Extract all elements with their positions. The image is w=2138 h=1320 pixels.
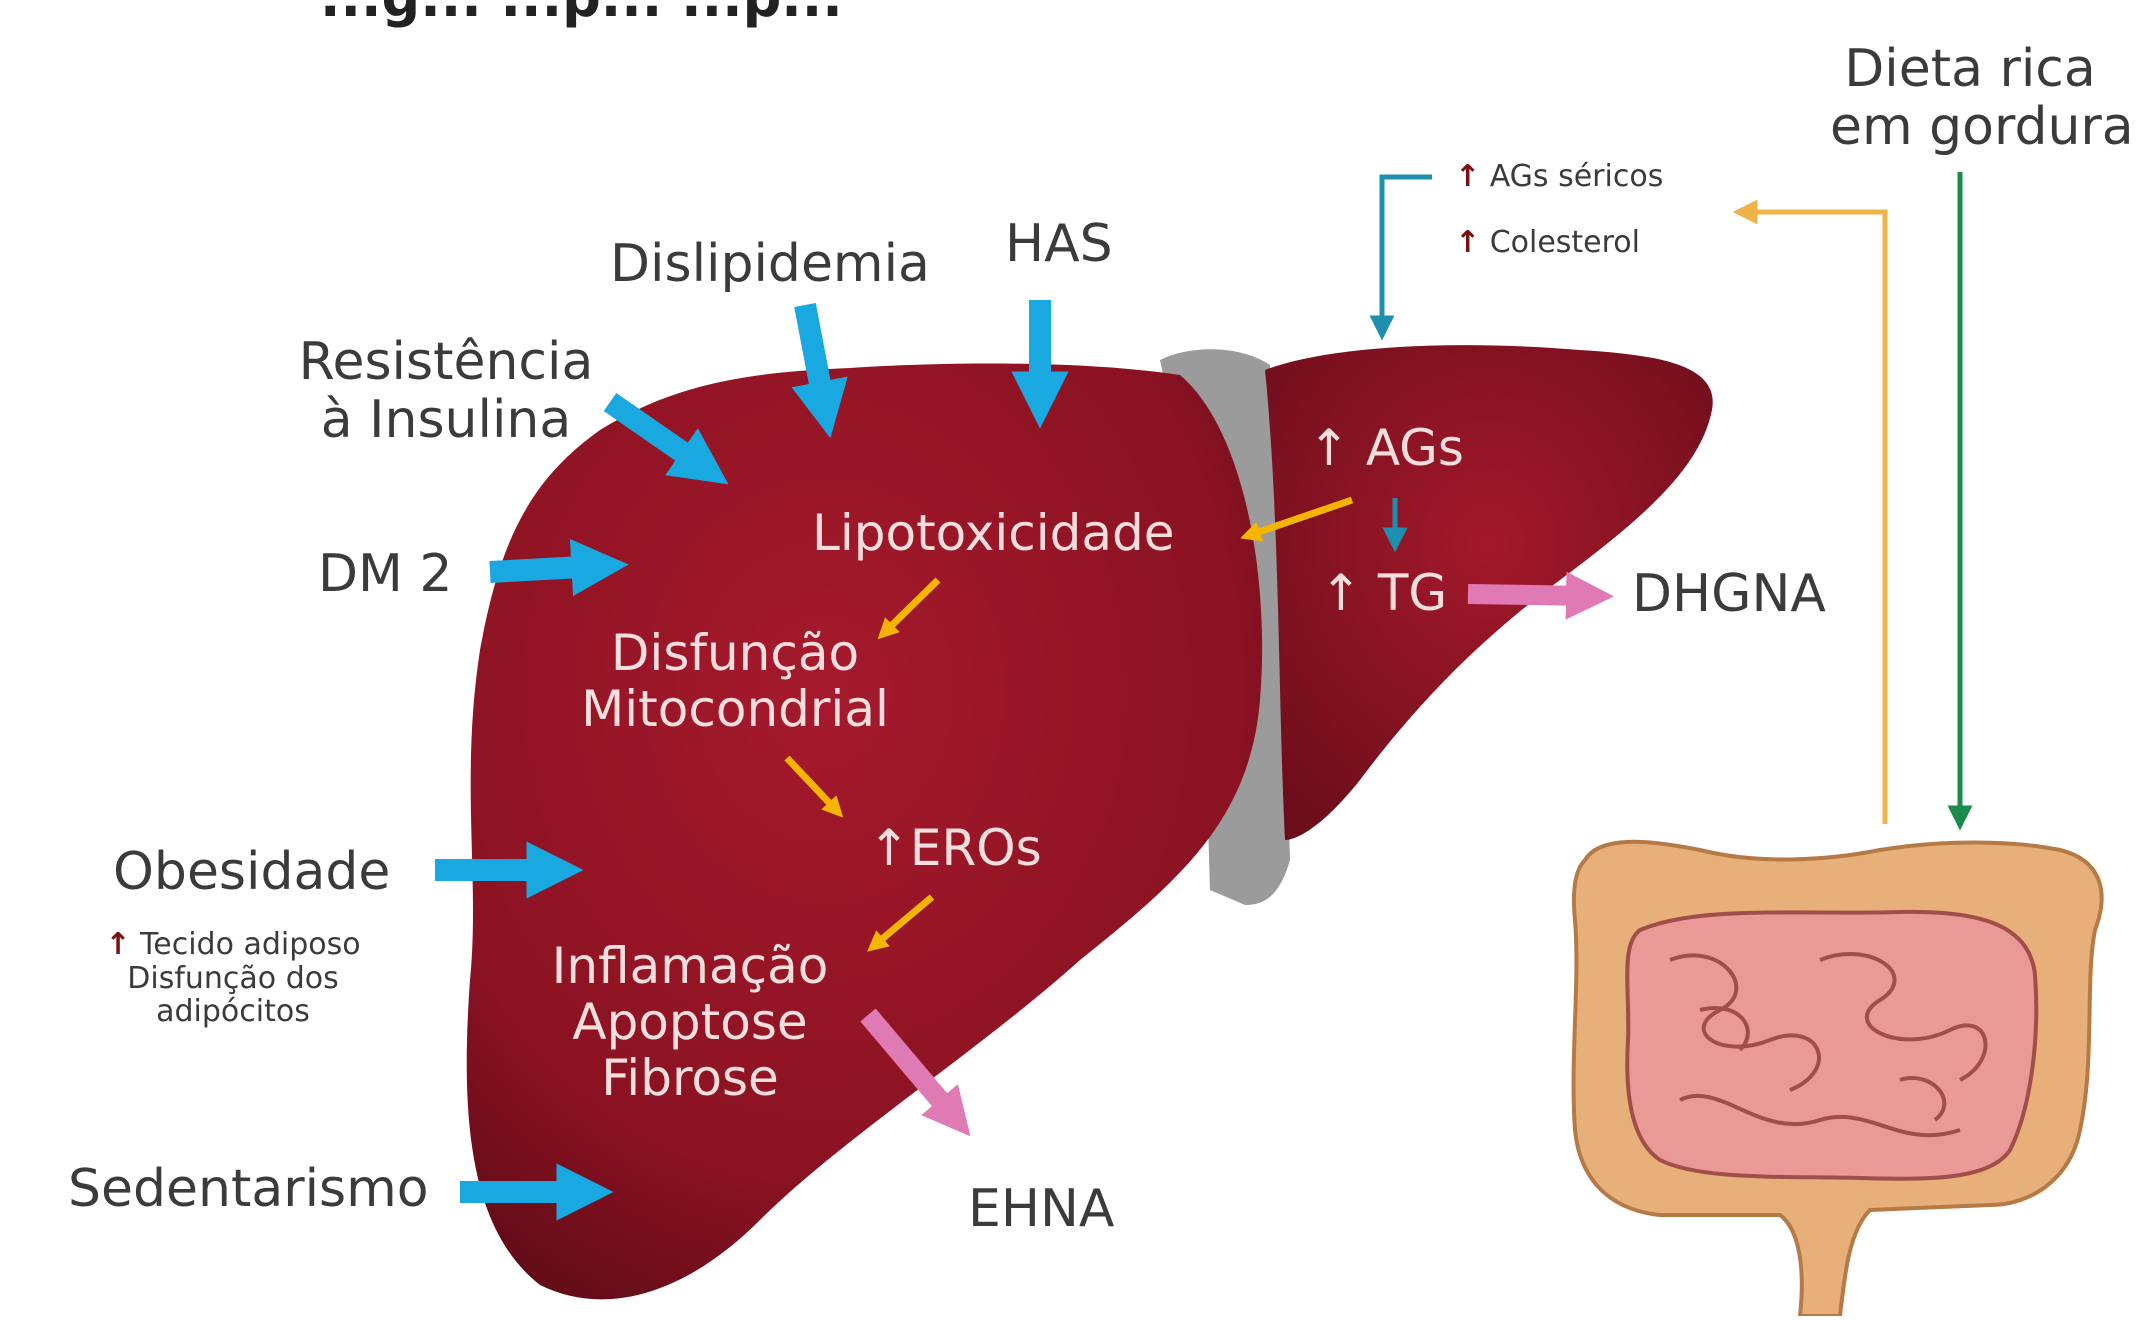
small-intestine-icon: [1627, 912, 2036, 1179]
label-eros-text: EROs: [910, 819, 1042, 877]
label-diet-line1: Dieta rica: [1830, 40, 2110, 98]
label-ags-sericos-text: AGs séricos: [1490, 159, 1664, 194]
label-inflamacao-group: Inflamação Apoptose Fibrose: [530, 938, 850, 1106]
liver: [467, 345, 1713, 1299]
label-apoptose: Apoptose: [530, 994, 850, 1050]
label-resistencia: Resistência à Insulina: [296, 333, 596, 449]
label-has: HAS: [1005, 215, 1113, 273]
label-dhgna: DHGNA: [1632, 565, 1826, 623]
label-fibrose: Fibrose: [530, 1050, 850, 1106]
label-disfuncao: Disfunção Mitocondrial: [555, 625, 915, 737]
label-resistencia-line2: à Insulina: [296, 391, 596, 449]
title-fragment: ...g... ...p... ...p...: [320, 0, 843, 28]
label-eros: ↑EROs: [868, 820, 1042, 876]
ags-sericos-up-icon: ↑: [1455, 159, 1480, 194]
label-resistencia-line1: Resistência: [296, 333, 596, 391]
label-dm2: DM 2: [318, 545, 453, 603]
label-diet-line2: em gordura: [1830, 98, 2110, 156]
label-obesidade: Obesidade: [113, 843, 390, 901]
label-tg: ↑ TG: [1320, 565, 1447, 621]
obesity-note-line2: Disfunção dos: [68, 962, 398, 996]
up-arrow-icon: ↑: [105, 927, 130, 962]
label-ags-text: AGs: [1366, 419, 1464, 477]
colesterol-up-icon: ↑: [1455, 225, 1480, 260]
obesity-note-text1: Tecido adiposo: [140, 927, 361, 962]
label-ags-sericos: ↑ AGs séricos: [1455, 160, 1663, 194]
label-disfuncao-line1: Disfunção: [555, 625, 915, 681]
label-tg-text: TG: [1378, 564, 1447, 622]
label-disfuncao-line2: Mitocondrial: [555, 681, 915, 737]
ags-up-icon: ↑: [1308, 419, 1350, 477]
label-diet: Dieta rica em gordura: [1830, 40, 2110, 156]
obesity-note-line1: ↑ Tecido adiposo: [68, 928, 398, 962]
obesity-note: ↑ Tecido adiposo Disfunção dos adipócito…: [68, 928, 398, 1029]
label-ehna: EHNA: [968, 1180, 1114, 1238]
label-lipotoxicidade: Lipotoxicidade: [812, 505, 1174, 561]
arrow-intestine-to-serum: [1745, 212, 1885, 824]
label-inflamacao: Inflamação: [530, 938, 850, 994]
label-ags: ↑ AGs: [1308, 420, 1464, 476]
intestine-icon: [1574, 842, 2102, 1316]
label-colesterol: ↑ Colesterol: [1455, 226, 1640, 260]
obesity-note-line3: adipócitos: [68, 995, 398, 1029]
label-sedentarismo: Sedentarismo: [68, 1160, 429, 1218]
arrow-dm2: [490, 566, 600, 572]
arrow-serum-to-liver: [1382, 177, 1432, 328]
arrow-tg-to-dhgna: [1468, 594, 1590, 596]
label-dislipidemia: Dislipidemia: [610, 235, 930, 293]
label-colesterol-text: Colesterol: [1490, 225, 1640, 260]
eros-up-icon: ↑: [868, 819, 910, 877]
tg-up-icon: ↑: [1320, 564, 1362, 622]
